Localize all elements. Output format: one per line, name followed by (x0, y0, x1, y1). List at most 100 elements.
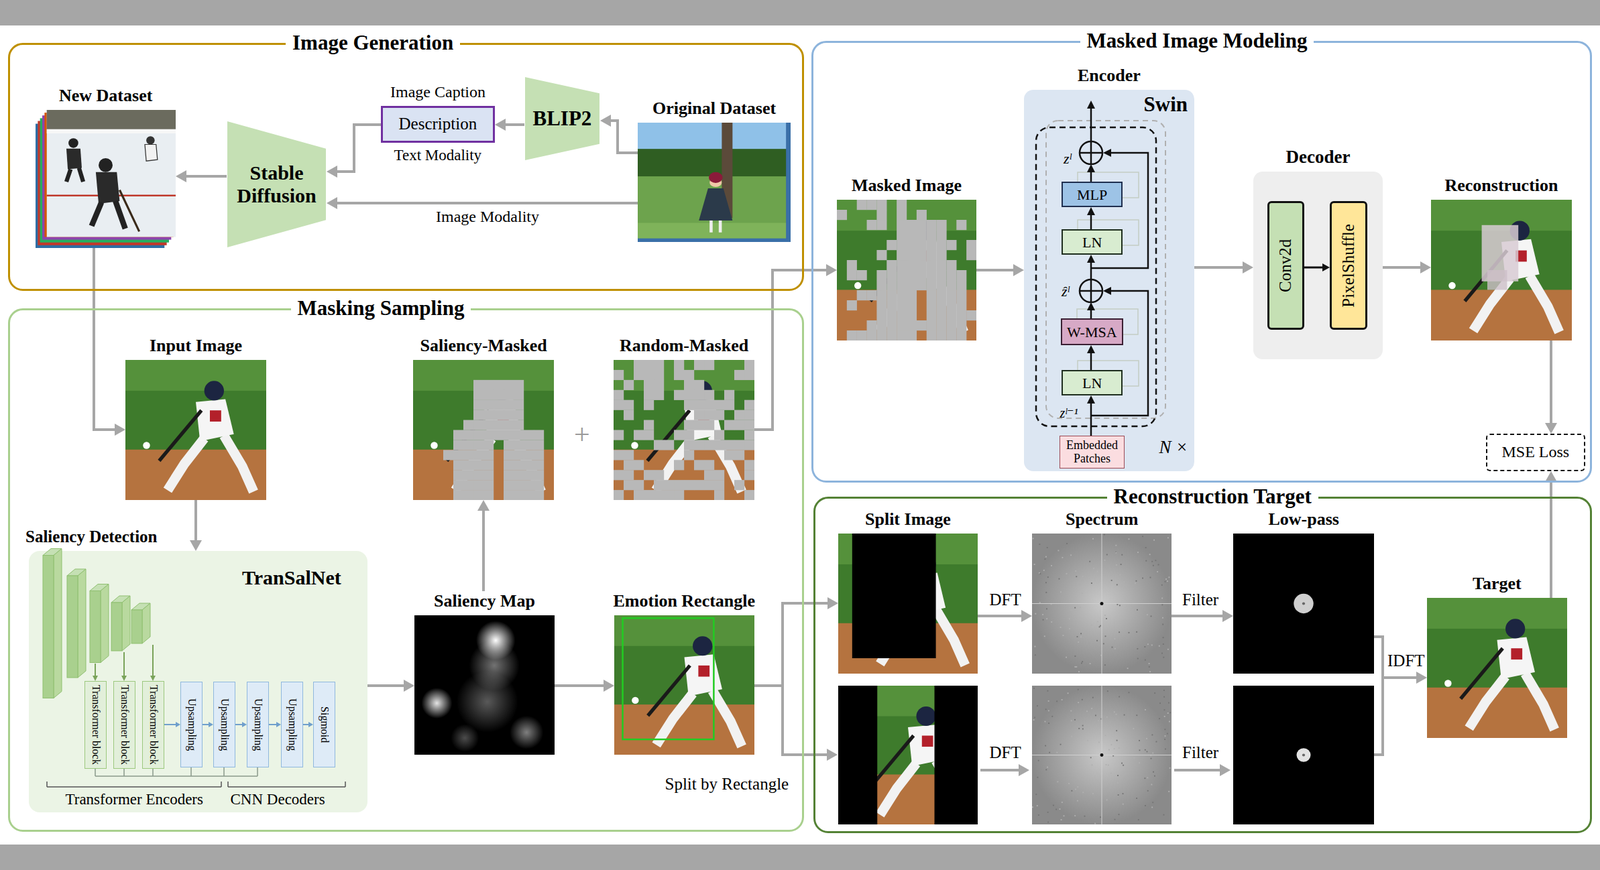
mask-patch (896, 290, 907, 301)
mask-patch (876, 199, 887, 210)
saliency-blob (456, 671, 519, 733)
module-box: DecoderConv2dPixelShuffle (1253, 146, 1383, 360)
speckle (1048, 752, 1051, 754)
speckle (1091, 764, 1094, 766)
outfield (125, 360, 267, 391)
speckle (1146, 777, 1149, 779)
speckle (1115, 552, 1117, 554)
connector (477, 500, 490, 592)
mask-patch (673, 370, 684, 381)
mask-patch (503, 380, 514, 391)
edge-label: DFT (987, 590, 1024, 611)
picture (1032, 533, 1172, 674)
speckle (1105, 734, 1107, 737)
mask-patch (846, 260, 857, 271)
module-fill (1023, 89, 1195, 472)
arrow-line (1090, 261, 1093, 280)
mask-patch (503, 449, 514, 461)
box-label: Sigmoid (317, 706, 330, 744)
player-helmet (1505, 618, 1525, 639)
node-heading: Random-Masked (619, 335, 749, 357)
mask-patch (936, 219, 947, 231)
speckle (1158, 718, 1161, 720)
mask-patch (694, 439, 705, 450)
jersey-number (922, 736, 934, 748)
speckle (1151, 645, 1153, 647)
mask-patch (533, 439, 544, 450)
connector-line (194, 500, 198, 543)
mask-patch (946, 330, 957, 341)
mask-patch (694, 360, 705, 371)
speckle (1044, 721, 1047, 723)
mask-patch (714, 470, 725, 481)
connector (1545, 471, 1558, 599)
saliency-blob (509, 716, 544, 750)
node-heading: Encoder (1077, 65, 1141, 86)
speckle (1033, 688, 1035, 690)
speckle (1080, 633, 1082, 635)
mask-patch (896, 330, 907, 341)
mask-patch (704, 420, 715, 431)
speckle (1149, 553, 1151, 556)
speckle (1097, 621, 1099, 623)
mask-patch (886, 270, 897, 281)
annotation: Filter (1182, 743, 1219, 764)
speckle (1045, 708, 1047, 711)
bracket (227, 781, 229, 788)
mask-patch (704, 480, 715, 491)
speckle (1148, 663, 1151, 665)
mask-patch (936, 280, 947, 291)
mask-patch (846, 300, 857, 311)
image-frame (35, 109, 176, 249)
mask-patch (744, 420, 755, 431)
speckle (1114, 638, 1116, 640)
image-node: Masked Image (836, 175, 977, 341)
speckle (1146, 738, 1148, 740)
speckle (1150, 758, 1153, 760)
leg (709, 220, 713, 233)
speckle (1092, 697, 1094, 699)
speckle (1061, 699, 1063, 701)
annotation: CNN Decoders (230, 791, 326, 809)
speckle (1060, 626, 1062, 629)
mask-patch (936, 250, 947, 261)
mask-patch (906, 270, 917, 281)
process-box: Transformer block (84, 681, 107, 770)
mask-patch (463, 460, 474, 471)
speckle (1135, 714, 1138, 717)
speckle (1155, 741, 1157, 744)
mask-patch (633, 480, 644, 491)
picture (1431, 199, 1572, 341)
speckle (1074, 655, 1076, 658)
speckle (1074, 719, 1076, 721)
stick (119, 189, 139, 232)
box-label: Upsampling (251, 698, 264, 752)
arrowhead (1013, 264, 1024, 277)
player-body (144, 144, 158, 162)
mask-patch (503, 439, 514, 450)
arrow-line (123, 652, 125, 678)
connector-line (335, 124, 381, 172)
speckle (1034, 613, 1037, 615)
mask-patch (523, 490, 534, 501)
player-leg (223, 435, 254, 493)
connector (93, 248, 126, 436)
speckle (1082, 725, 1084, 727)
speckle (1119, 574, 1121, 577)
speckle (1097, 720, 1100, 722)
speckle (1082, 576, 1084, 578)
speckle (1132, 728, 1134, 730)
grass (613, 360, 755, 501)
player-leg (79, 168, 84, 183)
speckle (1077, 689, 1079, 691)
mask-patch (926, 290, 937, 301)
connector-line (554, 684, 606, 688)
arrowhead (1087, 207, 1096, 216)
arrowhead (1021, 610, 1033, 623)
mask-patch (673, 360, 684, 371)
speckle (1070, 790, 1073, 792)
speckle (1114, 648, 1116, 650)
mask-patch (463, 439, 474, 450)
speckle (1137, 658, 1139, 660)
image-node: Original Dataset (637, 98, 791, 243)
